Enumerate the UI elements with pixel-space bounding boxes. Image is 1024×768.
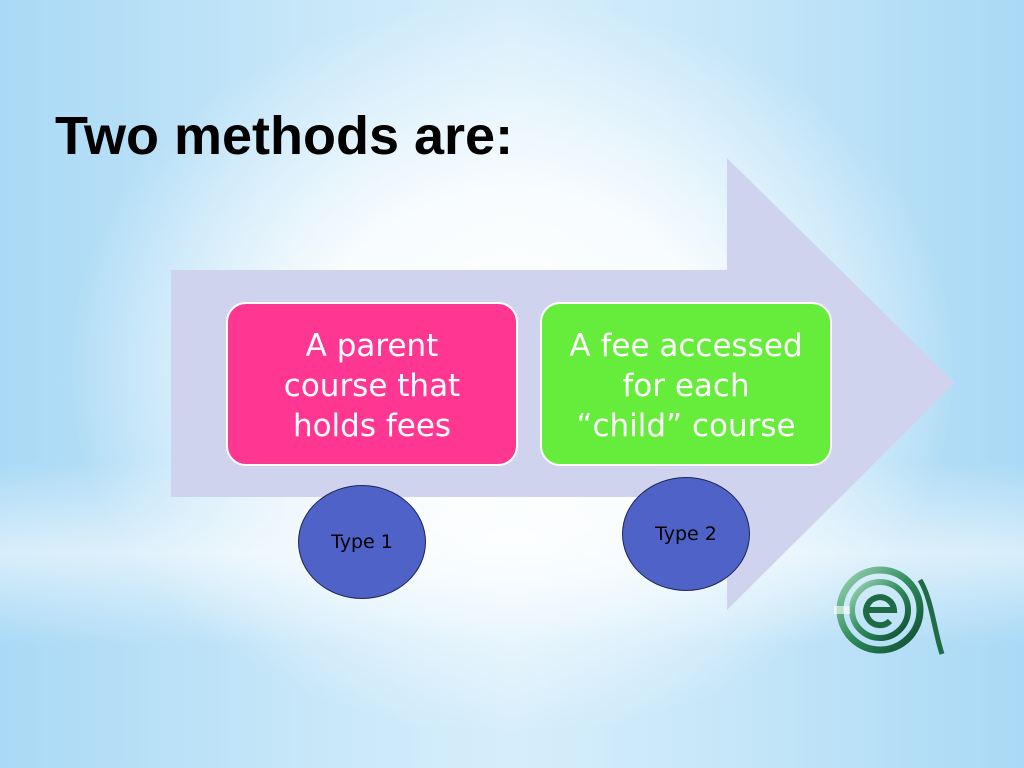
type-2-label: Type 2 <box>655 523 717 545</box>
process-step-2-box: A fee accessed for each “child” course <box>540 302 832 466</box>
type-1-label: Type 1 <box>331 531 393 553</box>
type-1-badge: Type 1 <box>298 485 426 599</box>
type-2-badge: Type 2 <box>622 477 750 591</box>
slide-title: Two methods are: <box>55 106 514 166</box>
process-step-1-text: A parent course that holds fees <box>283 328 461 444</box>
ea-logo-icon <box>834 566 945 655</box>
process-step-2-text: A fee accessed for each “child” course <box>569 328 803 444</box>
process-step-1-box: A parent course that holds fees <box>226 302 518 466</box>
